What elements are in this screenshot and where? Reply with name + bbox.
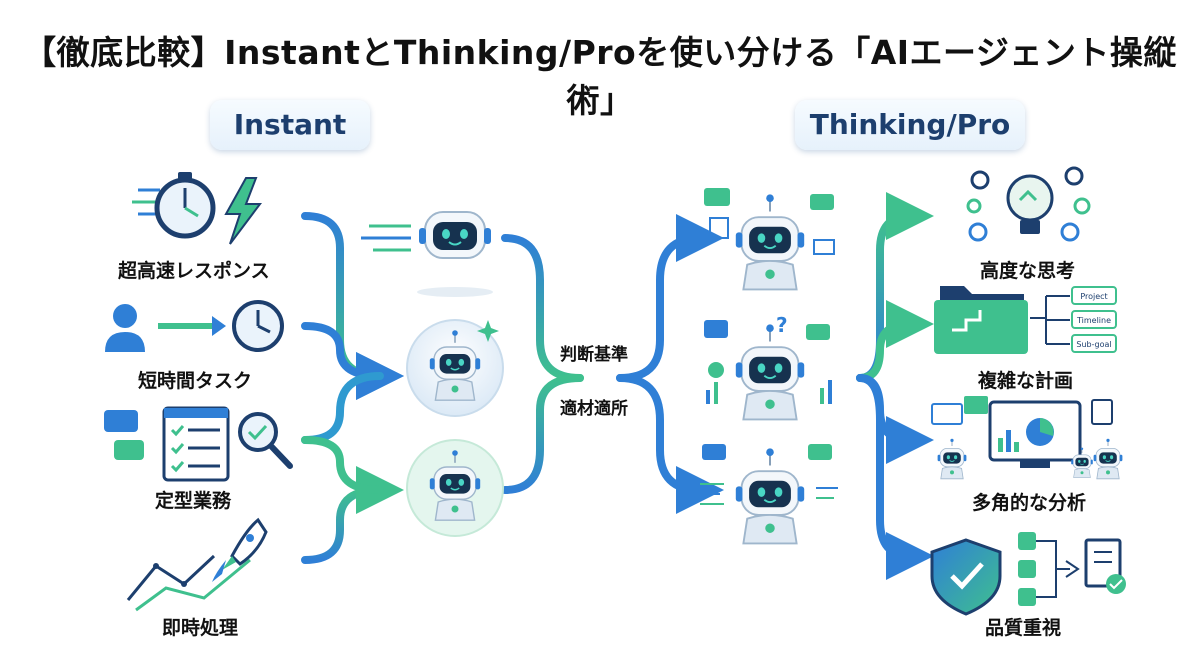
page-title: 【徹底比較】InstantとThinking/Proを使い分ける「AIエージェン…	[23, 33, 1177, 120]
analysis-team-icon	[931, 396, 1122, 479]
thinking-pro-header: Thinking/Pro	[795, 100, 1025, 150]
thinking-robot-icon-2: ?	[704, 313, 832, 419]
right-tool-label: 適材適所	[560, 399, 628, 419]
left-item-label-2: 短時間タスク	[138, 370, 253, 392]
svg-text:?: ?	[776, 313, 788, 337]
plan-tag-timeline: Timeline	[1076, 316, 1111, 325]
checklist-icon	[104, 406, 293, 482]
center-connectors	[501, 214, 724, 514]
shield-check-icon	[930, 532, 1126, 616]
connector-4	[301, 466, 404, 564]
thinking-robot-icon-3	[700, 444, 838, 543]
robot-shadow	[417, 287, 493, 297]
left-connectors	[301, 212, 404, 564]
person-to-clock-icon	[105, 300, 284, 352]
connector-2	[301, 322, 404, 400]
plan-tag-subgoal: Sub-goal	[1076, 340, 1111, 349]
lightbulb-gears-icon	[966, 166, 1091, 242]
connector-5	[301, 436, 384, 494]
left-item-label-4: 即時処理	[162, 617, 239, 639]
left-item-label-1: 超高速レスポンス	[118, 260, 270, 282]
right-connectors	[822, 192, 934, 580]
instant-header: Instant	[210, 100, 370, 150]
robot-icon-blue	[406, 319, 504, 417]
criteria-label: 判断基準	[560, 345, 628, 365]
robot-icon-green	[406, 439, 504, 537]
stopwatch-icon	[132, 172, 216, 239]
thinking-robot-icon-1	[704, 188, 835, 289]
fast-robot-icon	[361, 211, 492, 259]
plan-tag-project: Project	[1080, 292, 1107, 301]
folder-plan-icon: Project Timeline Sub-goal	[934, 286, 1117, 354]
right-item-label-3: 多角的な分析	[972, 492, 1087, 514]
connector-3	[301, 372, 384, 444]
left-item-label-3: 定型業務	[155, 490, 232, 512]
lightning-icon	[224, 177, 262, 245]
right-item-label-4: 品質重視	[985, 617, 1062, 639]
right-item-label-1: 高度な思考	[980, 260, 1076, 282]
rocket-growth-icon	[126, 517, 268, 612]
right-item-label-2: 複雑な計画	[978, 370, 1074, 392]
